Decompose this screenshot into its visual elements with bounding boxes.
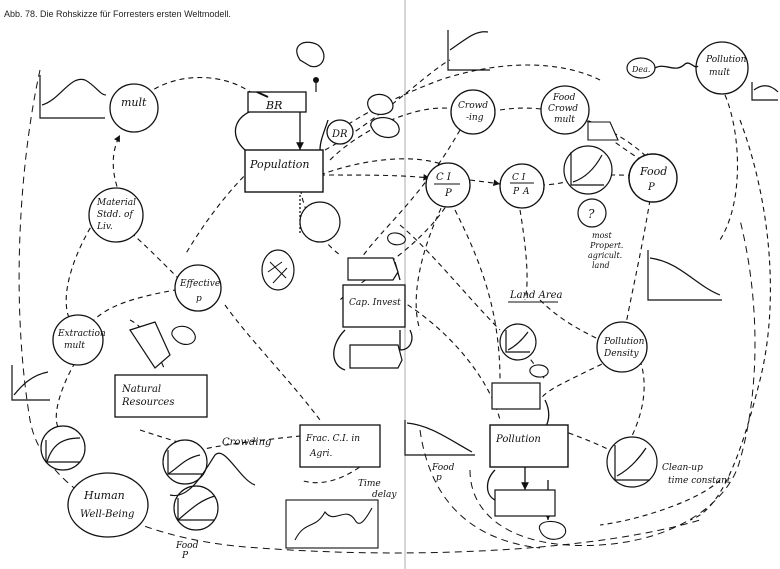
food-per-cap-bottom-label: Food xyxy=(175,541,199,551)
scribble-graph-bottom xyxy=(285,499,379,549)
capital-investment-box: Cap. Invest xyxy=(342,284,406,328)
agri-land-note: most xyxy=(592,231,613,240)
svg-text:Pollution: Pollution xyxy=(495,434,541,445)
birth-rate-label: BR xyxy=(265,99,282,112)
figure-caption: Abb. 78. Die Rohskizze für Forresters er… xyxy=(4,9,231,19)
svg-text:Well-Being: Well-Being xyxy=(80,509,134,520)
crowding-table-graph xyxy=(169,452,256,497)
svg-text:Pollution: Pollution xyxy=(705,55,747,65)
svg-text:p: p xyxy=(196,294,202,304)
svg-text:C I: C I xyxy=(436,172,452,183)
svg-text:Land Area: Land Area xyxy=(509,290,563,301)
resource-valve xyxy=(129,321,171,369)
population-sink-blob xyxy=(261,201,341,291)
human-well-being-aux: Human Well-Being xyxy=(67,472,149,538)
death-rate-valve: DR xyxy=(326,119,354,145)
svg-text:Cap. Invest: Cap. Invest xyxy=(349,298,401,308)
pollution-gen-valve xyxy=(491,382,541,410)
effective-aux: Effective p xyxy=(174,264,222,312)
svg-text:Dea.: Dea. xyxy=(631,65,650,74)
food-p-small-label: Food xyxy=(431,463,455,473)
svg-text:delay: delay xyxy=(372,490,397,500)
svg-text:land: land xyxy=(592,261,610,270)
svg-text:p: p xyxy=(436,473,442,483)
land-area-label: Land Area xyxy=(508,290,563,303)
svg-text:P: P xyxy=(181,551,189,561)
cleanup-time-label: Clean-up xyxy=(662,463,703,473)
extraction-mult-aux: Extraction mult xyxy=(52,314,106,366)
svg-text:time constant: time constant xyxy=(668,476,731,486)
population-label: Population xyxy=(249,158,309,171)
crowding-aux: Crowd -ing xyxy=(450,89,496,135)
coil-link xyxy=(654,62,699,69)
svg-text:Agri.: Agri. xyxy=(309,449,332,459)
well-being-multiplier-graphs xyxy=(40,425,219,531)
svg-text:Natural: Natural xyxy=(121,384,161,395)
population-box: Population xyxy=(244,149,324,193)
capital-per-capita-aux: C I P xyxy=(425,162,471,208)
food-per-cap-table-graph xyxy=(404,420,475,456)
svg-text:Pollution: Pollution xyxy=(603,337,645,347)
svg-text:mult: mult xyxy=(64,341,85,351)
svg-text:Propert.: Propert. xyxy=(589,241,623,250)
food-crowd-mult-aux: Food Crowd mult xyxy=(540,85,590,135)
svg-text:Liv.: Liv. xyxy=(96,222,113,232)
svg-text:agricult.: agricult. xyxy=(588,251,622,260)
svg-text:Material: Material xyxy=(96,198,136,208)
time-delay-label: Time xyxy=(358,479,381,489)
birth-rate-valve: BR xyxy=(247,91,307,113)
mult-label: mult xyxy=(121,96,147,109)
svg-text:-ing: -ing xyxy=(466,113,484,123)
deaths-node: Dea. xyxy=(626,57,656,79)
svg-text:Stdd. of: Stdd. of xyxy=(97,210,134,220)
food-per-capita-aux: Food P xyxy=(628,153,678,203)
material-std-of-living-aux: Material Stdd. of Liv. xyxy=(88,187,144,243)
cleanup-graph xyxy=(606,436,658,488)
svg-text:Frac. C.I. in: Frac. C.I. in xyxy=(305,434,360,444)
extraction-table-graph xyxy=(11,365,50,401)
capital-gen-valve xyxy=(347,257,399,281)
svg-text:A: A xyxy=(522,187,530,197)
svg-text:Crowd: Crowd xyxy=(458,101,488,111)
crowding-bottom-label: Crowding xyxy=(222,437,271,448)
pollution-gen-graph xyxy=(499,323,537,361)
pollution-decline-graph xyxy=(647,250,722,301)
frac-ci-agri-box: Frac. C.I. in Agri. xyxy=(299,424,381,468)
top-table-graph xyxy=(447,30,490,71)
svg-text:Crowd: Crowd xyxy=(548,104,578,114)
pollution-mult-aux: Pollution mult xyxy=(695,41,749,95)
svg-text:P: P xyxy=(512,187,520,197)
svg-text:Resources: Resources xyxy=(121,397,174,408)
svg-text:Extraction: Extraction xyxy=(57,329,106,339)
svg-text:Human: Human xyxy=(83,489,125,502)
pollution-density-aux: Pollution Density xyxy=(596,321,648,373)
pollution-absorption-valve xyxy=(494,489,556,517)
natural-resources-box: Natural Resources xyxy=(114,374,208,418)
svg-text:mult: mult xyxy=(709,68,730,78)
capital-discard-valve xyxy=(349,344,403,369)
sink-cloud-right xyxy=(370,117,400,138)
svg-text:mult: mult xyxy=(554,115,575,125)
mult-aux: mult xyxy=(39,75,159,133)
sink-cloud-top xyxy=(367,93,394,116)
svg-text:Food: Food xyxy=(552,93,576,103)
source-cloud-top xyxy=(296,41,325,68)
death-rate-label: DR xyxy=(331,129,348,140)
svg-text:Effective: Effective xyxy=(179,279,220,289)
pollution-box: Pollution xyxy=(489,424,569,468)
svg-text:C I: C I xyxy=(512,173,526,183)
svg-text:Density: Density xyxy=(603,349,639,359)
question-node: ? xyxy=(577,198,607,228)
svg-text:P: P xyxy=(444,188,452,199)
svg-text:?: ? xyxy=(588,207,595,221)
svg-text:Food: Food xyxy=(639,165,667,178)
food-potential-graph xyxy=(563,145,613,195)
top-right-graph xyxy=(751,82,779,101)
svg-text:P: P xyxy=(647,182,655,193)
capital-per-capita-agri-aux: C I P A xyxy=(499,163,545,209)
